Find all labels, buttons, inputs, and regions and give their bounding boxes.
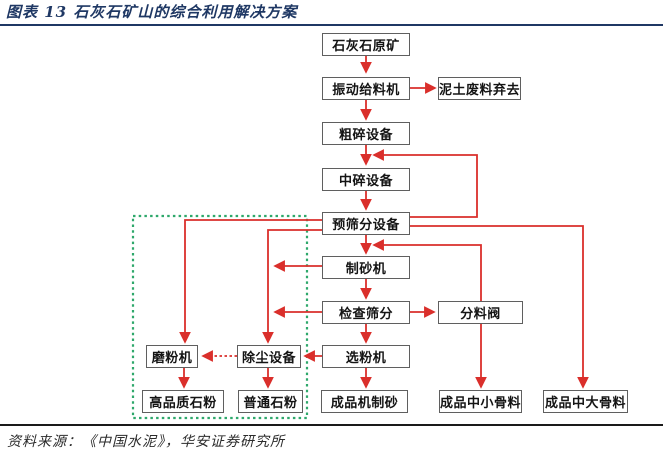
arrow-prescreening-feedback-to-medium-crusher xyxy=(372,149,478,218)
node-raw-ore: 石灰石原矿 xyxy=(322,33,410,56)
node-medium-crusher: 中碎设备 xyxy=(322,168,410,191)
arrow-prescreening-to-medium-large-aggregate xyxy=(408,225,589,389)
footer-divider xyxy=(0,424,663,426)
node-check-screening: 检查筛分 xyxy=(322,301,410,324)
powder-zone-outline xyxy=(131,214,309,420)
node-finished-sand: 成品机制砂 xyxy=(321,390,408,413)
figure-title: 图表 13 石灰石矿山的综合利用解决方案 xyxy=(6,3,298,21)
node-high-quality-powder: 高品质石粉 xyxy=(142,390,224,413)
arrow-prescreening-to-dust-removal xyxy=(262,229,322,344)
arrow-prescreening-to-grinding-mill xyxy=(179,219,322,344)
node-pre-screening: 预筛分设备 xyxy=(322,212,410,235)
node-vibrating-feeder: 振动给料机 xyxy=(322,77,410,100)
node-dust-removal: 除尘设备 xyxy=(237,345,301,368)
node-small-medium-aggregate: 成品中小骨料 xyxy=(439,390,522,413)
arrow-splitter-feedback-to-sand-maker xyxy=(372,239,482,301)
title-divider xyxy=(0,24,663,26)
node-ordinary-powder: 普通石粉 xyxy=(238,390,303,413)
node-coarse-crusher: 粗碎设备 xyxy=(322,122,410,145)
node-splitter-valve: 分料阀 xyxy=(438,301,523,324)
node-medium-large-aggregate: 成品中大骨料 xyxy=(543,390,628,413)
node-sand-maker: 制砂机 xyxy=(322,256,410,279)
node-waste-discard: 泥土废料弃去 xyxy=(438,77,521,100)
node-powder-separator: 选粉机 xyxy=(322,345,410,368)
node-grinding-mill: 磨粉机 xyxy=(146,345,198,368)
source-note: 资料来源：《中国水泥》，华安证券研究所 xyxy=(7,434,285,450)
